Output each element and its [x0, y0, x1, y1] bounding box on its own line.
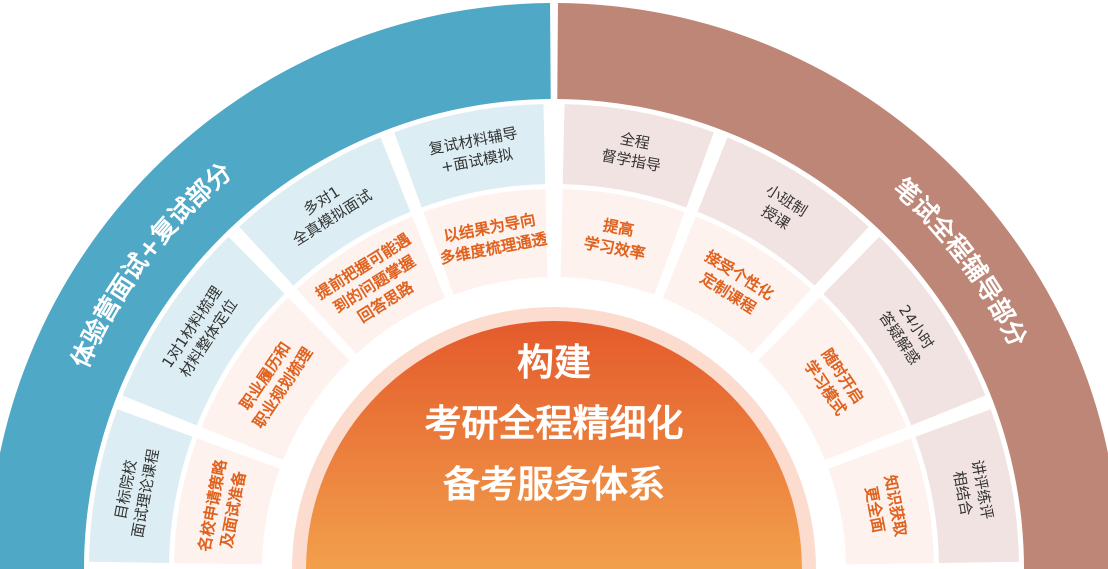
mock-interview-cell [239, 137, 411, 286]
core-title-line: 构建 [517, 341, 591, 384]
supervision-cell [562, 104, 714, 208]
materials-cell-benefit [201, 297, 350, 461]
mock-interview-cell-benefit [296, 216, 446, 355]
small-class-cell-benefit [662, 216, 812, 355]
supervision-cell-label-line: 全程 [618, 129, 651, 152]
right-band [557, 3, 1108, 569]
supervision-cell-benefit [560, 189, 685, 295]
core-title-line: 考研全程精细化 [425, 402, 684, 445]
small-class-cell [697, 137, 869, 286]
lecture-cell-benefit [828, 438, 934, 565]
qa-cell [823, 236, 986, 426]
remote-interview-cell-benefit [174, 438, 280, 565]
materials-cell [122, 236, 285, 426]
retest-cell [394, 104, 546, 208]
benefit-cells-layer [174, 189, 934, 565]
core-layer [292, 307, 816, 569]
qa-cell-benefit [758, 297, 907, 461]
lecture-cell [915, 409, 1019, 563]
retest-cell-benefit [423, 189, 548, 295]
left-band [0, 3, 551, 569]
core-title-line: 备考服务体系 [443, 463, 665, 506]
service-cells-layer [89, 104, 1019, 563]
remote-interview-cell [89, 409, 193, 563]
core-circle [306, 321, 802, 569]
